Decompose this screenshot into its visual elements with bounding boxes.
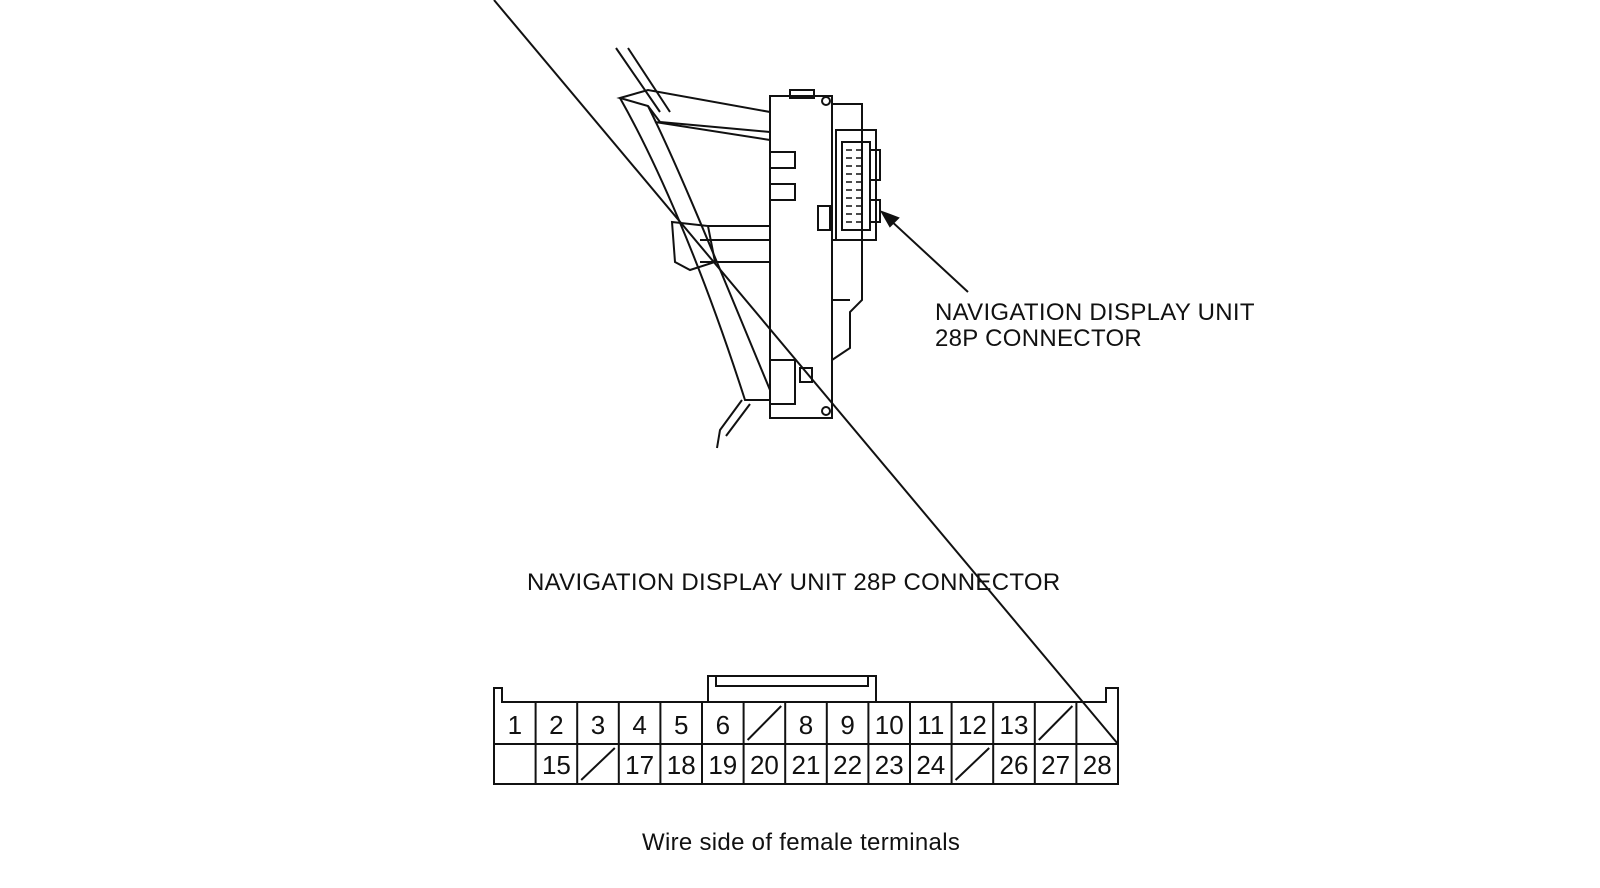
terminal-number: 19 [708, 750, 737, 780]
terminal-number: 2 [549, 710, 563, 740]
unit-housing [769, 95, 833, 419]
bracket-arm-inner [647, 105, 771, 391]
terminal-number: 11 [917, 710, 944, 740]
unit-rear-section [831, 103, 863, 361]
terminal-number: 10 [875, 710, 904, 740]
terminal-number: 17 [625, 750, 654, 780]
lower-harness-wire [716, 399, 751, 449]
terminal-number: 5 [674, 710, 688, 740]
connector-latch [707, 675, 877, 702]
empty-cavity-slash [954, 747, 990, 781]
callout-label-line2: 28P CONNECTOR [935, 325, 1143, 352]
terminal-number: 21 [792, 750, 821, 780]
terminal-number: 27 [1041, 750, 1070, 780]
terminal-number: 20 [750, 750, 779, 780]
bracket-arm-outer [619, 97, 770, 401]
bracket-clip [670, 220, 717, 272]
empty-cavity-slash [1038, 705, 1074, 741]
callout-label-line1: NAVIGATION DISPLAY UNIT [935, 299, 1255, 326]
connector-title: NAVIGATION DISPLAY UNIT 28P CONNECTOR [527, 569, 1061, 596]
connector-pins [846, 149, 862, 223]
connector-caption: Wire side of female terminals [642, 829, 961, 856]
terminal-number: 6 [716, 710, 730, 740]
unit-28p-connector [835, 129, 877, 241]
callout-arrow [879, 210, 969, 293]
terminal-number: 26 [1000, 750, 1029, 780]
terminal-number: 4 [632, 710, 646, 740]
terminal-number: 28 [1083, 750, 1112, 780]
terminal-number: 15 [542, 750, 571, 780]
terminal-number: 24 [916, 750, 945, 780]
terminal-number: 22 [833, 750, 862, 780]
terminal-number: 1 [508, 710, 522, 740]
empty-cavity-slash [580, 747, 616, 781]
terminal-number: 9 [840, 710, 854, 740]
terminal-number: 18 [667, 750, 696, 780]
terminal-number: 3 [591, 710, 605, 740]
connector-frame [493, 0, 1119, 785]
empty-cavity-slash [746, 705, 782, 741]
terminal-number: 13 [1000, 710, 1029, 740]
terminal-number: 23 [875, 750, 904, 780]
upper-harness-wire [615, 47, 671, 113]
terminal-number: 8 [799, 710, 813, 740]
terminal-number: 12 [958, 710, 987, 740]
